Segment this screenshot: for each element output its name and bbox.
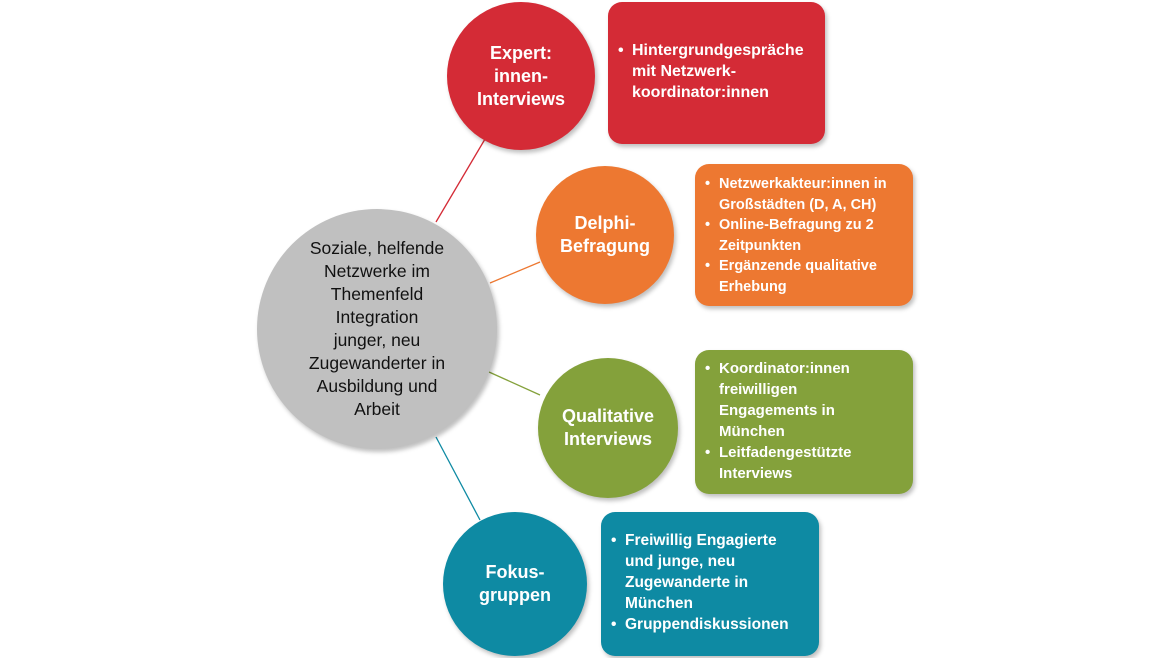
method-detail-item: Koordinator:innen freiwilligen Engagemen… xyxy=(705,358,905,442)
method-node-delphi-survey: Delphi- Befragung xyxy=(536,166,674,304)
method-detail-item: Hintergrundgespräche mit Netzwerk- koord… xyxy=(618,40,815,103)
method-details-delphi-survey: Netzwerkakteur:innen in Großstädten (D, … xyxy=(695,164,913,306)
central-topic-label: Soziale, helfende Netzwerke im Themenfel… xyxy=(308,238,446,419)
method-node-focus-groups: Fokus- gruppen xyxy=(443,512,587,656)
method-title: Fokus- gruppen xyxy=(479,562,551,605)
method-title: Expert: innen- Interviews xyxy=(476,42,566,109)
method-detail-item: Online-Befragung zu 2 Zeitpunkten xyxy=(705,215,905,256)
method-title: Delphi- Befragung xyxy=(560,213,650,256)
central-topic-circle: Soziale, helfende Netzwerke im Themenfel… xyxy=(257,209,497,449)
method-detail-item: Freiwillig Engagierte und junge, neu Zug… xyxy=(611,530,811,614)
method-detail-item: Gruppendiskussionen xyxy=(611,614,811,635)
method-details-focus-groups: Freiwillig Engagierte und junge, neu Zug… xyxy=(601,512,819,656)
method-detail-item: Netzwerkakteur:innen in Großstädten (D, … xyxy=(705,174,905,215)
connector-fokus xyxy=(435,436,481,521)
connector-qualitative xyxy=(488,371,541,396)
method-node-expert-interviews: Expert: innen- Interviews xyxy=(447,2,595,150)
method-details-expert-interviews: Hintergrundgespräche mit Netzwerk- koord… xyxy=(608,2,825,144)
connector-expert xyxy=(435,133,489,223)
method-node-qualitative-interviews: Qualitative Interviews xyxy=(538,358,678,498)
method-title: Qualitative Interviews xyxy=(561,406,655,449)
connector-delphi xyxy=(489,261,541,284)
method-detail-item: Ergänzende qualitative Erhebung xyxy=(705,256,905,297)
method-detail-item: Leitfadengestützte Interviews xyxy=(705,442,905,484)
method-details-qualitative-interviews: Koordinator:innen freiwilligen Engagemen… xyxy=(695,350,913,494)
